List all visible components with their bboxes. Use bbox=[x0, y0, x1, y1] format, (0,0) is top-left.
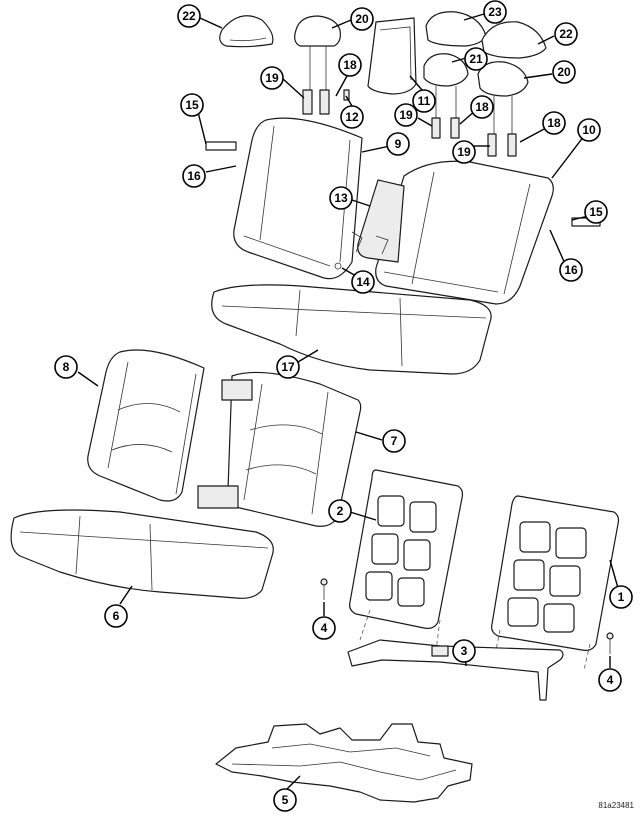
seat-frame-2 bbox=[349, 469, 464, 629]
callout: 18 bbox=[338, 53, 362, 77]
callout: 10 bbox=[577, 118, 601, 142]
callout-label: 23 bbox=[488, 5, 502, 19]
callout: 19 bbox=[260, 66, 284, 90]
callout-label: 20 bbox=[355, 12, 369, 26]
callout-label: 10 bbox=[582, 123, 596, 137]
seat-back-8 bbox=[87, 349, 205, 502]
callout: 14 bbox=[351, 270, 375, 294]
callout-label: 22 bbox=[182, 9, 196, 23]
callout: 4 bbox=[598, 668, 622, 692]
callout: 15 bbox=[584, 200, 608, 224]
pass-through-door-13 bbox=[351, 179, 405, 263]
seat-frame-1 bbox=[491, 495, 620, 651]
headrest-guides bbox=[302, 89, 517, 157]
callout-label: 9 bbox=[395, 137, 402, 151]
callout: 23 bbox=[483, 0, 507, 24]
assembly-lines bbox=[359, 609, 591, 671]
callout: 7 bbox=[382, 429, 406, 453]
headrest-21 bbox=[423, 53, 469, 118]
callout-label: 11 bbox=[418, 94, 431, 108]
callout-label: 1 bbox=[618, 590, 625, 604]
callout-label: 19 bbox=[457, 145, 471, 159]
callout-label: 19 bbox=[265, 71, 279, 85]
callout: 21 bbox=[464, 47, 488, 71]
callout: 6 bbox=[104, 604, 128, 628]
callout-label: 18 bbox=[475, 100, 489, 114]
callout: 17 bbox=[276, 355, 300, 379]
callout-label: 16 bbox=[187, 169, 201, 183]
callout-label: 22 bbox=[559, 27, 573, 41]
callout-label: 13 bbox=[334, 191, 348, 205]
callout: 1 bbox=[609, 585, 633, 609]
callout: 13 bbox=[329, 186, 353, 210]
callout: 22 bbox=[554, 22, 578, 46]
callout: 19 bbox=[452, 140, 476, 164]
callout: 22 bbox=[177, 4, 201, 28]
callout: 19 bbox=[394, 103, 418, 127]
seat-cushion-17 bbox=[211, 284, 492, 375]
callout: 18 bbox=[470, 95, 494, 119]
seat-back-cover-10 bbox=[375, 160, 554, 305]
callout-label: 6 bbox=[113, 609, 120, 623]
callout: 12 bbox=[340, 105, 364, 129]
callout: 16 bbox=[559, 258, 583, 282]
headrest-20-right bbox=[477, 61, 529, 134]
callout: 18 bbox=[542, 111, 566, 135]
callout-label: 5 bbox=[282, 793, 289, 807]
callout-label: 15 bbox=[185, 98, 199, 112]
callout: 4 bbox=[312, 616, 336, 640]
headrest-23 bbox=[425, 11, 487, 47]
callout-label: 2 bbox=[337, 504, 344, 518]
callout: 20 bbox=[350, 7, 374, 31]
callout-label: 15 bbox=[589, 205, 603, 219]
callout: 5 bbox=[273, 788, 297, 812]
callout: 9 bbox=[386, 132, 410, 156]
callout-label: 4 bbox=[607, 673, 614, 687]
callout: 8 bbox=[54, 355, 78, 379]
callout-label: 4 bbox=[321, 621, 328, 635]
callout-label: 21 bbox=[469, 52, 483, 66]
bolts-4 bbox=[320, 578, 614, 654]
seat-heater-mat-5 bbox=[215, 723, 473, 803]
headrest-20-left bbox=[294, 15, 341, 90]
callout: 3 bbox=[452, 639, 476, 663]
callout-label: 8 bbox=[63, 360, 70, 374]
callout: 20 bbox=[552, 60, 576, 84]
callout-label: 3 bbox=[461, 644, 468, 658]
callout: 2 bbox=[328, 499, 352, 523]
callout-label: 19 bbox=[399, 108, 413, 122]
callout-label: 16 bbox=[564, 263, 578, 277]
headrest-22-left bbox=[219, 15, 274, 48]
floor-bracket-3 bbox=[347, 639, 564, 701]
figure-id: 81a23481 bbox=[598, 801, 634, 810]
callout-label: 18 bbox=[547, 116, 561, 130]
seat-cushion-6 bbox=[10, 509, 274, 599]
callout-label: 14 bbox=[356, 275, 370, 289]
callout: 11 bbox=[412, 89, 436, 113]
callout: 15 bbox=[180, 93, 204, 117]
headrest-22-right bbox=[481, 21, 547, 59]
seat-back-cover-9 bbox=[233, 117, 363, 280]
armrest-11 bbox=[367, 17, 417, 95]
callout-label: 12 bbox=[345, 110, 359, 124]
callout-label: 7 bbox=[391, 434, 398, 448]
callout-label: 20 bbox=[557, 65, 571, 79]
callout-label: 17 bbox=[281, 360, 295, 374]
callout: 16 bbox=[182, 164, 206, 188]
callout-label: 18 bbox=[343, 58, 357, 72]
